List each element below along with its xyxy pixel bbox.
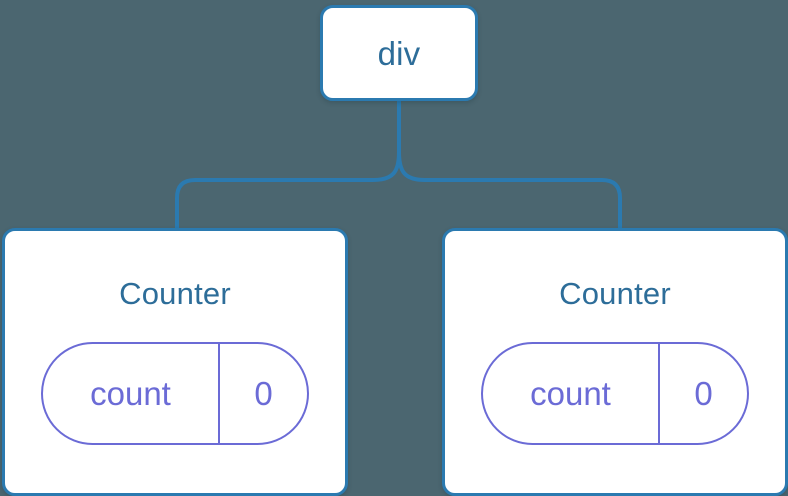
connector-edge-left — [175, 150, 401, 230]
node-div-label: div — [377, 34, 421, 72]
state-pill-right[interactable]: count 0 — [481, 342, 749, 445]
state-key-right: count — [483, 344, 660, 443]
node-counter-right[interactable]: Counter count 0 — [442, 228, 788, 496]
node-div[interactable]: div — [320, 5, 478, 101]
node-counter-left[interactable]: Counter count 0 — [2, 228, 348, 496]
state-value-left: 0 — [254, 375, 273, 412]
node-counter-right-label: Counter — [559, 276, 671, 311]
state-pill-left[interactable]: count 0 — [41, 342, 309, 445]
state-key-left: count — [43, 344, 220, 443]
connector-edge-right — [397, 150, 622, 230]
state-value-right: 0 — [694, 375, 713, 412]
node-counter-left-label: Counter — [119, 276, 231, 311]
